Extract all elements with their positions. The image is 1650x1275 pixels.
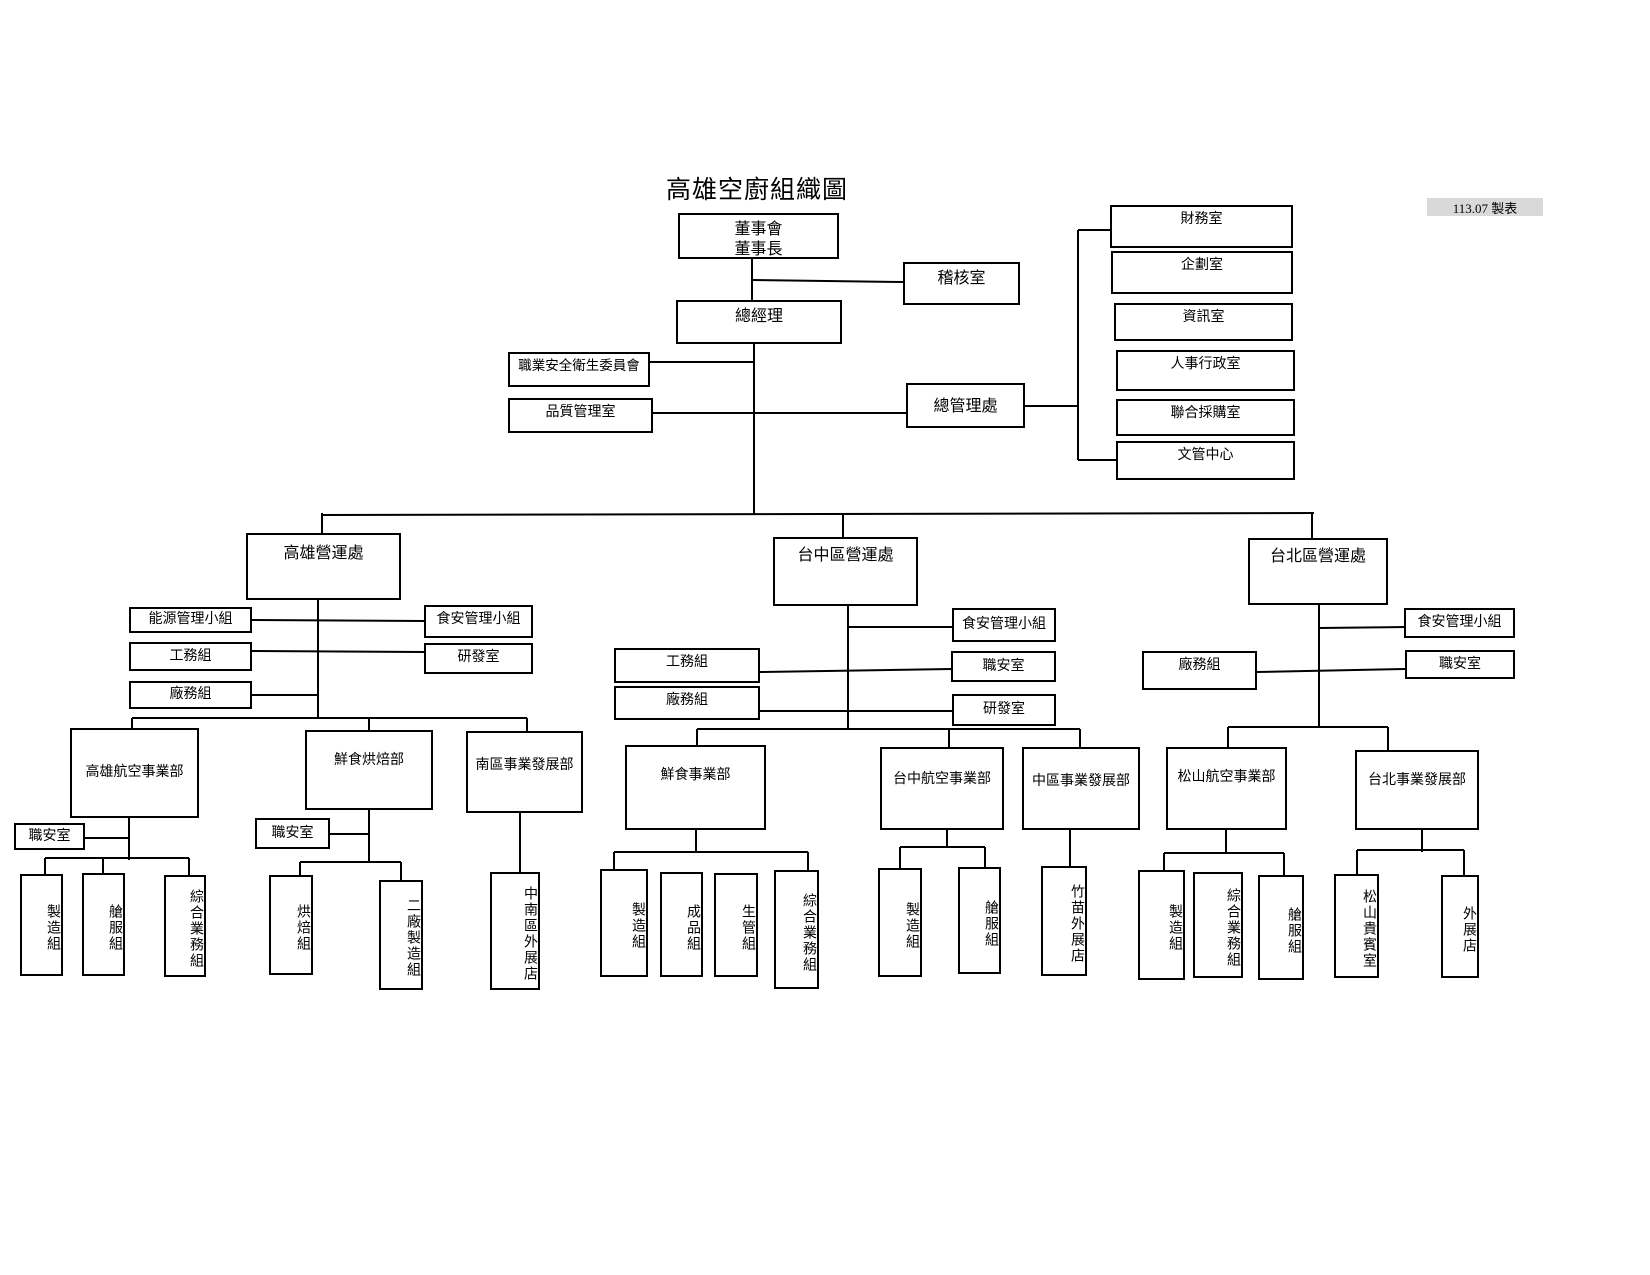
quality-office-box: 品質管理室: [508, 398, 653, 433]
taipei-safety-box: 職安室: [1405, 650, 1515, 679]
songshan-cabin-box: 艙服組: [1258, 875, 1304, 980]
kaohsiung-aviation-cabin-box: 艙服組: [82, 873, 125, 976]
admin-division-box: 總管理處: [906, 383, 1025, 428]
kaohsiung-aviation-general-box: 綜合業務組: [164, 875, 206, 977]
songshan-manufacturing-box: 製造組: [1138, 870, 1185, 980]
joint-procurement-office-box: 聯合採購室: [1116, 399, 1295, 436]
finance-office-box: 財務室: [1110, 205, 1293, 248]
production-control-box: 生管組: [714, 873, 758, 977]
document-center-box: 文管中心: [1116, 441, 1295, 480]
bakery-safety-box: 職安室: [255, 818, 330, 849]
second-plant-manufacturing-box: 二廠製造組: [379, 880, 423, 990]
date-stamp: 113.07 製表: [1427, 198, 1543, 216]
taipei-dev-dept-box: 台北事業發展部: [1355, 750, 1479, 830]
taichung-aviation-cabin-box: 艙服組: [958, 867, 1001, 974]
baking-group-box: 烘焙組: [269, 875, 313, 975]
taipei-outlet-box: 外展店: [1441, 875, 1479, 978]
fresh-manufacturing-box: 製造組: [600, 869, 648, 977]
taichung-rnd-box: 研發室: [952, 694, 1056, 726]
taipei-food-safety-box: 食安管理小組: [1404, 608, 1515, 638]
audit-office-box: 稽核室: [903, 262, 1020, 305]
hr-admin-office-box: 人事行政室: [1116, 350, 1295, 391]
taichung-aviation-dept-box: 台中航空事業部: [880, 747, 1004, 830]
taipei-plant-box: 廠務組: [1142, 651, 1257, 690]
safety-committee-box: 職業安全衛生委員會: [508, 352, 650, 387]
fresh-food-dept-box: 鮮食事業部: [625, 745, 766, 830]
central-dev-dept-box: 中區事業發展部: [1022, 747, 1140, 830]
kaohsiung-aviation-dept-box: 高雄航空事業部: [70, 728, 199, 818]
south-dev-dept-box: 南區事業發展部: [466, 731, 583, 813]
taichung-food-safety-box: 食安管理小組: [952, 608, 1056, 642]
board-box: 董事會 董事長: [678, 213, 839, 259]
taichung-safety-box: 職安室: [951, 651, 1056, 682]
general-manager-box: 總經理: [676, 300, 842, 344]
taichung-engineering-box: 工務組: [614, 648, 760, 683]
songshan-general-affairs-box: 綜合業務組: [1193, 872, 1243, 978]
central-south-outlet-box: 中南區外展店: [490, 872, 540, 990]
kaohsiung-aviation-manufacturing-box: 製造組: [20, 874, 63, 976]
taichung-aviation-manufacturing-box: 製造組: [878, 868, 922, 977]
planning-office-box: 企劃室: [1111, 251, 1293, 294]
kaohsiung-plant-box: 廠務組: [129, 681, 252, 709]
kaohsiung-aviation-safety-box: 職安室: [14, 823, 85, 850]
fresh-bakery-dept-box: 鮮食烘焙部: [305, 730, 433, 810]
songshan-aviation-dept-box: 松山航空事業部: [1166, 747, 1287, 830]
it-office-box: 資訊室: [1114, 303, 1293, 341]
kaohsiung-rnd-box: 研發室: [424, 643, 533, 674]
songshan-vip-lounge-box: 松山貴賓室: [1334, 874, 1379, 978]
fresh-general-affairs-box: 綜合業務組: [774, 870, 819, 989]
finished-goods-box: 成品組: [660, 872, 703, 977]
chart-title: 高雄空廚組織圖: [666, 175, 849, 204]
kaohsiung-ops-box: 高雄營運處: [246, 533, 401, 600]
kaohsiung-energy-team-box: 能源管理小組: [129, 607, 252, 633]
zhumiao-outlet-box: 竹苗外展店: [1041, 866, 1087, 976]
taipei-ops-box: 台北區營運處: [1248, 538, 1388, 605]
kaohsiung-food-safety-box: 食安管理小組: [424, 605, 533, 638]
kaohsiung-engineering-box: 工務組: [129, 642, 252, 671]
taichung-plant-box: 廠務組: [614, 686, 760, 720]
taichung-ops-box: 台中區營運處: [773, 537, 918, 606]
